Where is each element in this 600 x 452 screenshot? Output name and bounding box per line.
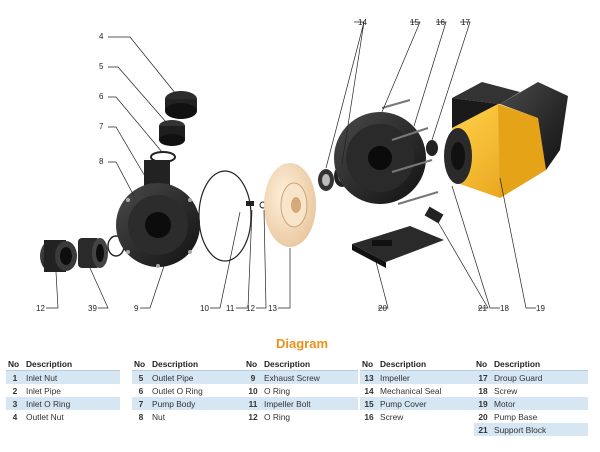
callout-13: 13 (268, 304, 277, 313)
part-no: 5 (132, 370, 150, 384)
callout-15: 15 (410, 18, 419, 27)
leader-lines (46, 21, 536, 309)
part-no: 21 (474, 423, 492, 436)
impeller-bolt-part (246, 201, 254, 206)
part-desc: Outlet Nut (26, 411, 64, 422)
outlet-pipe-part (159, 120, 185, 146)
callout-12-left: 12 (36, 304, 45, 313)
part-no: 7 (132, 397, 150, 410)
pump-body-part (116, 160, 200, 268)
callout-5: 5 (99, 62, 104, 71)
part-desc: Support Block (492, 423, 588, 436)
header-description: Description (24, 358, 120, 371)
motor-part (444, 82, 568, 198)
part-desc: Outlet Pipe (150, 370, 246, 384)
part-desc: Pump Cover (378, 397, 474, 410)
part-no: 6 (138, 385, 144, 396)
part-no: 12 (248, 411, 258, 422)
part-no: 14 (364, 385, 374, 396)
pump-o-ring-part (198, 170, 252, 262)
outlet-nut-part (165, 91, 197, 119)
header-no: No (132, 358, 150, 371)
part-desc: Inlet O Ring (24, 397, 120, 410)
part-desc: Impeller (378, 370, 474, 384)
callout-19: 19 (536, 304, 545, 313)
part-no: 4 (12, 411, 18, 422)
part-no: 17 (474, 370, 492, 384)
part-no: 20 (478, 411, 488, 422)
part-desc: Droup Guard (492, 370, 588, 384)
inlet-nut-part (40, 240, 77, 272)
part-no: 8 (138, 411, 144, 422)
header-description: Description (492, 358, 588, 371)
callout-16: 16 (436, 18, 445, 27)
part-desc: Motor (492, 397, 588, 410)
part-desc: Pump Body (150, 397, 246, 410)
callout-6: 6 (99, 92, 104, 101)
header-no: No (6, 358, 24, 371)
part-desc: Exhaust Screw (262, 370, 358, 384)
callout-11: 11 (226, 304, 235, 313)
header-description: Description (150, 358, 246, 371)
part-no: 9 (244, 370, 262, 384)
callout-10: 10 (200, 304, 209, 313)
part-no: 11 (244, 397, 262, 410)
callout-17: 17 (461, 18, 470, 27)
header-no: No (360, 358, 378, 371)
callout-12: 12 (246, 304, 255, 313)
part-no: 15 (360, 397, 378, 410)
header-description: Description (262, 358, 358, 371)
callout-39: 39 (88, 304, 97, 313)
exploded-pump-diagram: 4 5 6 7 8 12 39 9 10 11 12 13 14 15 16 1… (36, 18, 568, 313)
part-desc: Screw (494, 385, 518, 396)
callout-18: 18 (500, 304, 509, 313)
part-desc: Screw (380, 411, 404, 422)
part-no: 13 (360, 370, 378, 384)
part-no: 16 (364, 411, 374, 422)
header-description: Description (378, 358, 474, 371)
part-desc: Nut (152, 411, 166, 422)
diagram-heading: Diagram (276, 336, 329, 351)
part-no: 18 (478, 385, 488, 396)
part-desc: Mechanical Seal (380, 385, 442, 396)
callout-4: 4 (99, 32, 104, 41)
support-block-part (424, 206, 444, 224)
part-desc: Inlet Nut (24, 370, 120, 384)
part-desc: O Ring (264, 411, 291, 422)
part-desc: O Ring (264, 385, 291, 396)
callout-7: 7 (99, 122, 104, 131)
header-no: No (244, 358, 262, 371)
part-desc: Pump Base (494, 411, 538, 422)
pump-cover-part (334, 112, 426, 204)
part-desc: Impeller Bolt (262, 397, 358, 410)
cover-screws-part (381, 99, 439, 205)
callout-21: 21 (478, 304, 487, 313)
part-desc: Outlet O Ring (152, 385, 203, 396)
callout-9: 9 (134, 304, 139, 313)
part-no: 19 (474, 397, 492, 410)
part-no: 3 (6, 397, 24, 410)
callout-8: 8 (99, 157, 104, 166)
part-desc: Inlet Pipe (26, 385, 61, 396)
impeller-part (264, 163, 316, 247)
inlet-pipe-part (78, 238, 108, 268)
drop-guard-part (426, 140, 438, 156)
callout-20: 20 (378, 304, 387, 313)
part-no: 2 (12, 385, 18, 396)
part-no: 1 (6, 370, 24, 384)
callout-14: 14 (358, 18, 367, 27)
part-no: 10 (248, 385, 258, 396)
header-no: No (474, 358, 492, 371)
pump-base-part (352, 226, 444, 268)
